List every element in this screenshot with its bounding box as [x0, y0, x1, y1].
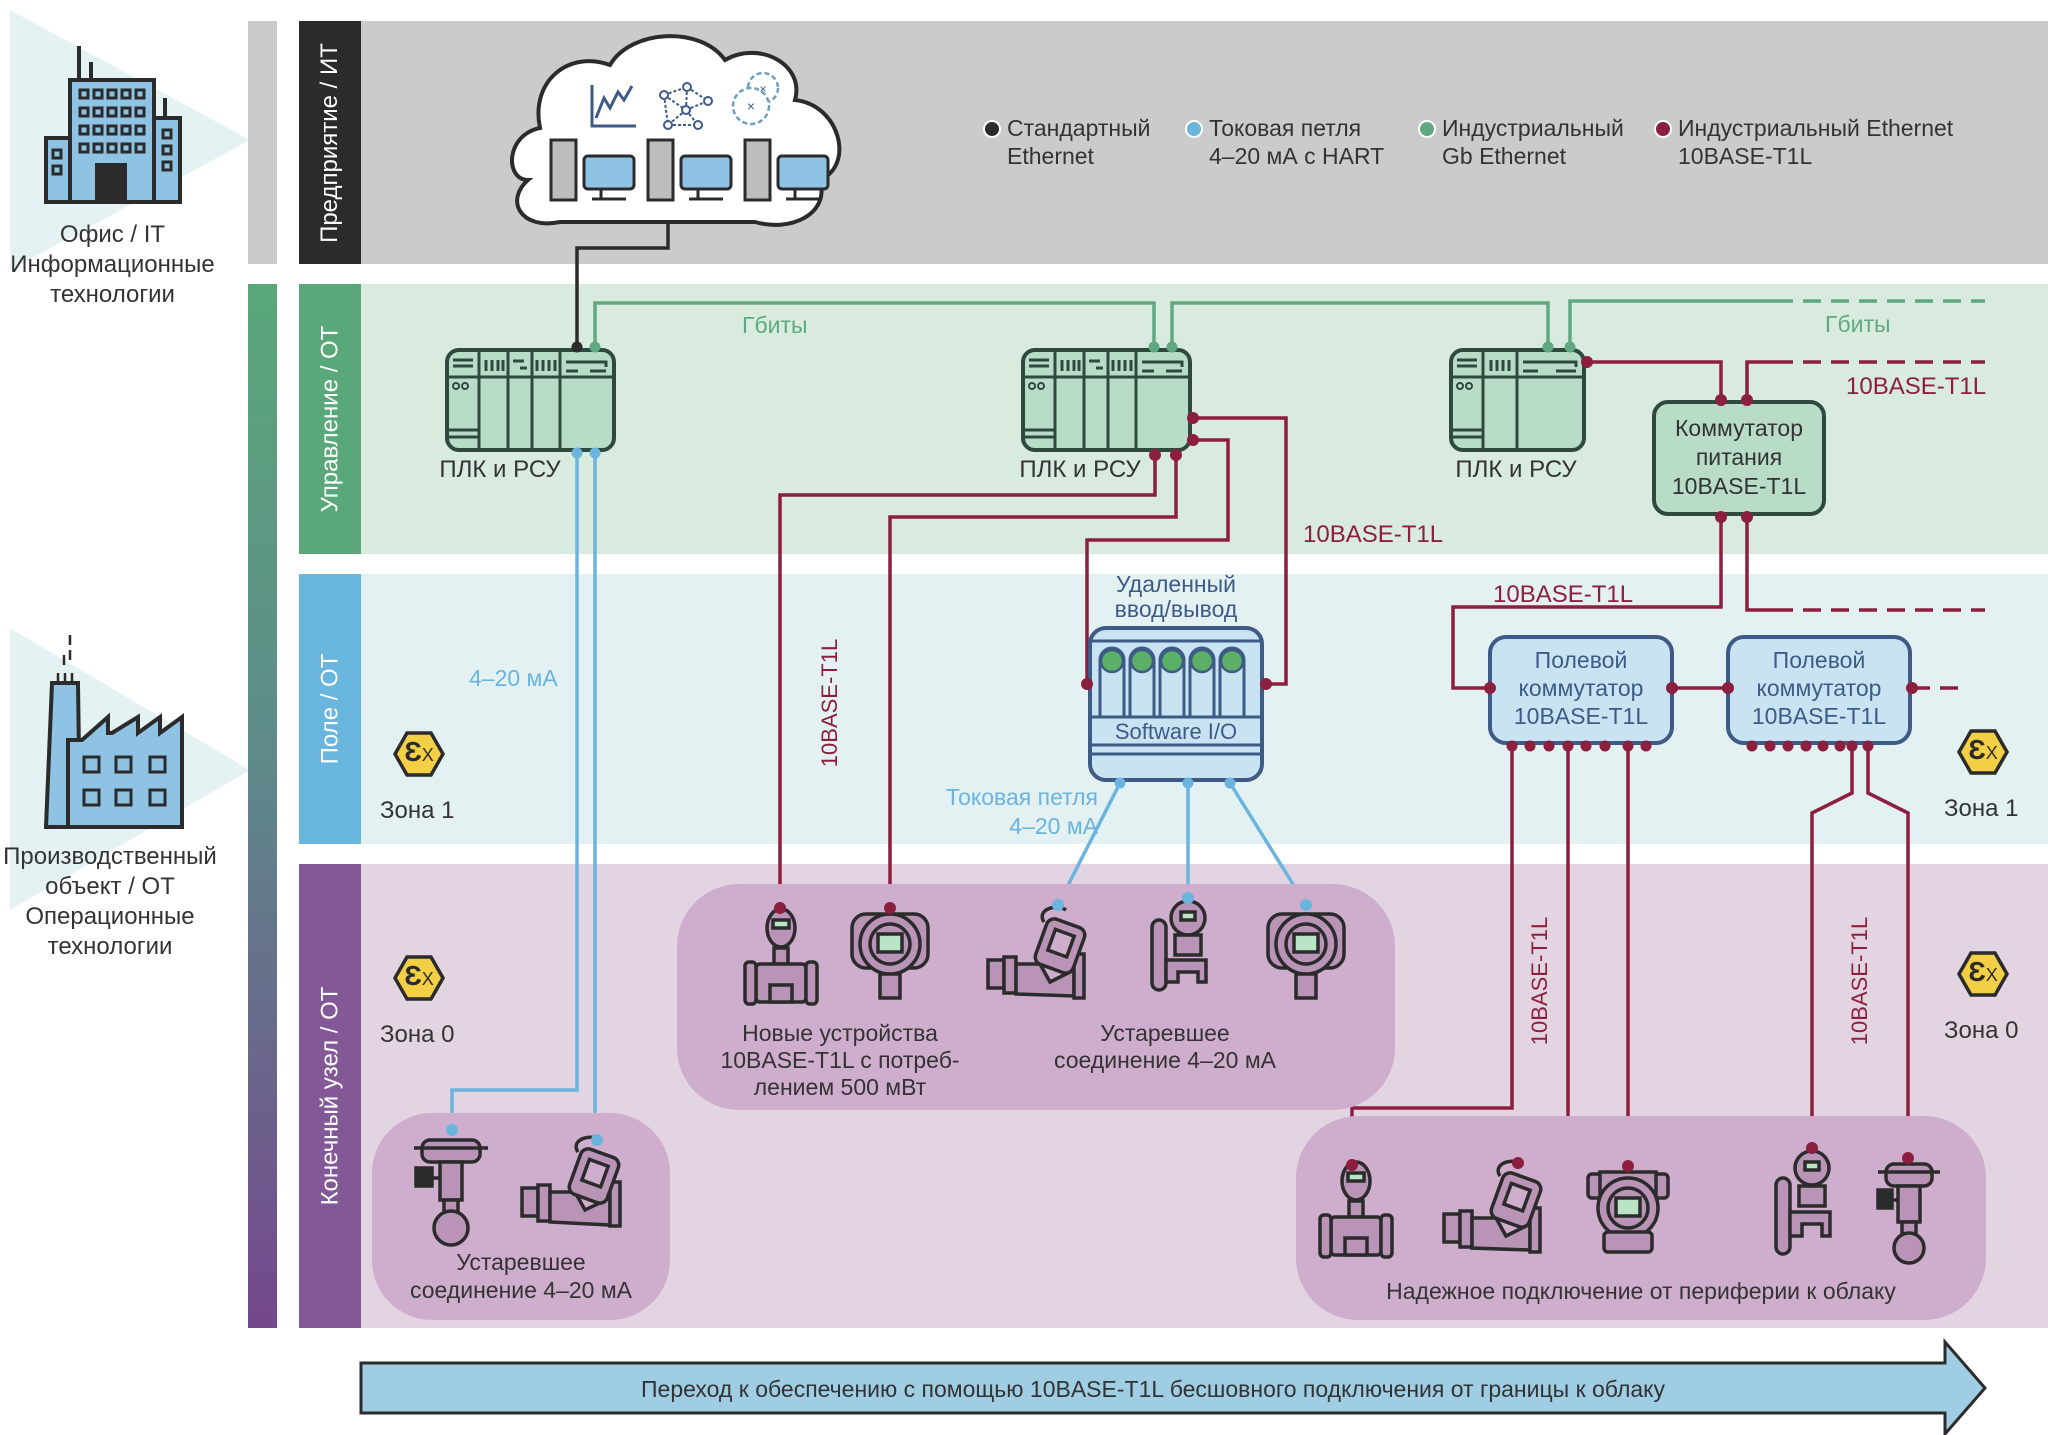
band-endnode-tab	[299, 864, 361, 1328]
power-switch[interactable]	[1652, 394, 1826, 523]
current-loop-label: Токовая петля 4–20 мА	[945, 784, 1098, 839]
plc-1-label: ПЛК и РСУ	[439, 456, 561, 483]
t1l-vertical-label-right: 10BASE-T1L	[1847, 916, 1872, 1046]
pressure-transmitter-icon-2	[1266, 912, 1346, 1000]
ma-label: 4–20 мА	[469, 665, 558, 691]
ex-symbol-zone1-left: ƐX	[404, 736, 434, 767]
field-switch-1-label: Полевой коммутатор 10BASE-T1L	[1513, 647, 1649, 729]
t1l-dashed-links	[1775, 360, 1985, 690]
field-switch-2-label: Полевой коммутатор 10BASE-T1L	[1751, 647, 1887, 729]
gbits-label-right: Гбиты	[1825, 311, 1891, 337]
factory-windows	[82, 755, 167, 807]
control-valve-icon	[414, 1138, 488, 1247]
current-loop-links-left	[450, 452, 597, 1140]
mag-flowmeter-icon-2	[1318, 1160, 1394, 1259]
ex-symbol-zone1-right: ƐX	[1968, 734, 1998, 765]
band-enterprise-tab	[299, 21, 361, 264]
band-label-endnode: Конечный узел / ОТ	[316, 986, 343, 1206]
chart-analytics-icon	[590, 85, 636, 128]
t1l-links-field-switch-2	[1810, 746, 1910, 1158]
legend-dot-current-loop	[1185, 120, 1203, 138]
remote-io-software-label: Software I/O	[1114, 719, 1238, 744]
remote-io[interactable]	[1081, 626, 1272, 789]
field-switch-2[interactable]	[1722, 635, 1918, 752]
plc-2-label: ПЛК и РСУ	[1019, 456, 1141, 483]
remote-io-title: Удаленный ввод/вывод	[1114, 571, 1238, 622]
gears-icon: × ×	[731, 71, 780, 126]
legacy-mid-caption: Устаревшее соединение 4–20 мА	[1053, 1020, 1277, 1073]
plc-2[interactable]	[1021, 341, 1199, 462]
control-valve-icon-2	[1876, 1162, 1940, 1265]
band-label-control: Управление / ОТ	[316, 325, 343, 513]
office-windows	[51, 88, 173, 176]
servers-monitors	[549, 138, 830, 202]
zone0-label-right: Зона 0	[1944, 1017, 2019, 1044]
gb-ethernet-links	[593, 299, 1775, 347]
enterprise-strip	[248, 21, 277, 264]
t1l-vertical-label-left: 10BASE-T1L	[817, 638, 842, 768]
flowmeter-angled-icon-2	[986, 905, 1087, 1000]
plc-3[interactable]	[1449, 341, 1593, 452]
edge-cloud-caption: Надежное подключение от периферии к обла…	[1386, 1278, 1896, 1304]
band-label-enterprise: Предприятие / ИТ	[316, 42, 344, 243]
zone0-label-left: Зона 0	[380, 1021, 455, 1048]
bottom-arrow-text: Переход к обеспечению с помощью 10BASE-T…	[641, 1376, 1665, 1402]
t1l-links-power-switch	[1451, 360, 1775, 690]
pressure-transmitter-icon	[850, 912, 930, 1000]
level-transmitter-icon-2	[1774, 1149, 1832, 1256]
network-graph-icon	[659, 82, 713, 130]
plant-caption: Производственный объект / ОТ Операционны…	[3, 843, 217, 960]
t1l-vertical-label-mid: 10BASE-T1L	[1527, 916, 1552, 1046]
office-building-icon	[44, 46, 182, 204]
legend-dot-gb-ethernet	[1418, 120, 1436, 138]
legend-dot-t1l	[1654, 120, 1672, 138]
band-control-tab	[299, 284, 361, 554]
svg-text:×: ×	[759, 82, 766, 96]
svg-text:×: ×	[747, 98, 755, 114]
plc-1[interactable]	[445, 341, 616, 459]
bottom-arrow-shape	[359, 1337, 1987, 1435]
factory-smoke	[56, 635, 74, 682]
new-devices-caption: Новые устройства 10BASE-T1L с потреб- ле…	[720, 1020, 960, 1100]
gbits-label-left: Гбиты	[742, 312, 808, 338]
differential-pressure-transmitter-icon	[1586, 1170, 1670, 1254]
t1l-label-top-right: 10BASE-T1L	[1846, 373, 1987, 400]
ot-gradient-strip	[248, 284, 277, 1328]
legacy-left-caption: Устаревшее соединение 4–20 мА	[409, 1249, 633, 1303]
ethernet-link-cloud-plc1	[575, 222, 670, 347]
legend-dot-ethernet	[983, 120, 1001, 138]
level-transmitter-icon	[1150, 899, 1208, 992]
ex-symbol-zone0-right: ƐX	[1968, 956, 1998, 987]
t1l-label-field: 10BASE-T1L	[1493, 581, 1634, 608]
office-caption: Офис / IT Информационные технологии	[10, 221, 215, 308]
t1l-label-control: 10BASE-T1L	[1303, 521, 1444, 548]
plc-3-label: ПЛК и РСУ	[1455, 456, 1577, 483]
zone1-label-right: Зона 1	[1944, 795, 2019, 822]
band-label-field: Поле / ОТ	[316, 653, 344, 765]
ex-symbol-zone0-left: ƐX	[404, 960, 434, 991]
power-switch-label: Коммутатор питания 10BASE-T1L	[1671, 415, 1807, 499]
zone1-label-left: Зона 1	[380, 797, 455, 824]
flowmeter-angled-icon	[520, 1135, 622, 1228]
field-switch-1[interactable]	[1484, 635, 1678, 752]
band-field-tab	[299, 574, 361, 844]
